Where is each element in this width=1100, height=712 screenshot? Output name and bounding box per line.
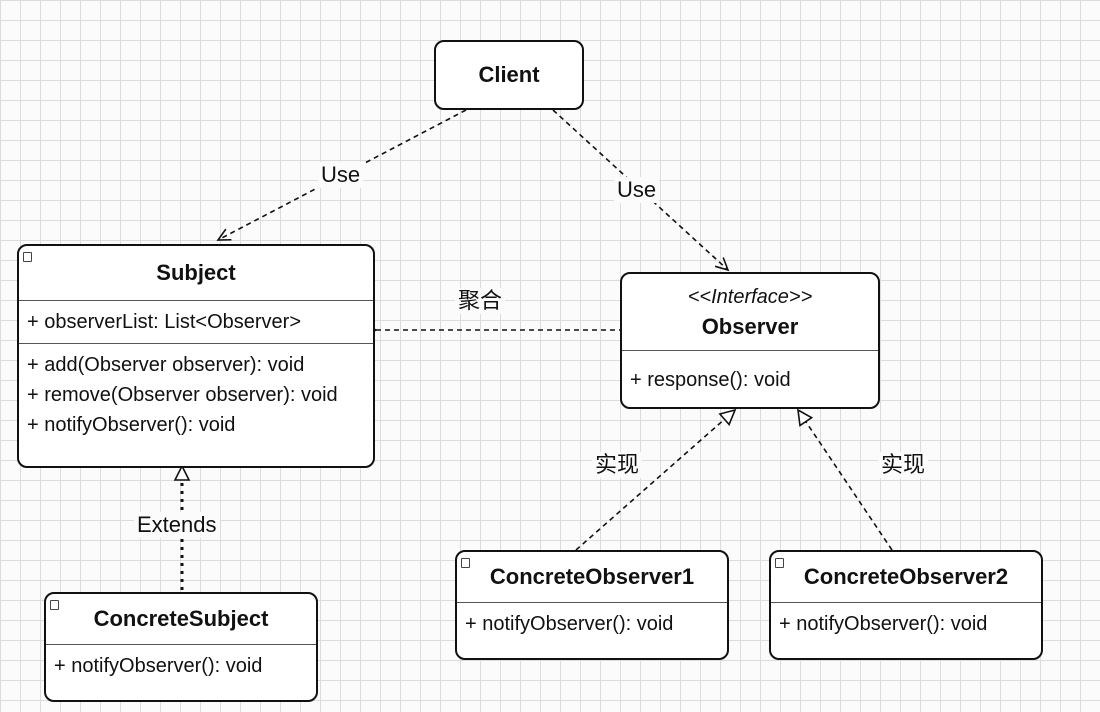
edge-label-use-subject: Use xyxy=(318,162,364,188)
edge-realize-1 xyxy=(575,408,737,551)
edge-client-subject xyxy=(216,109,467,241)
subject-methods: + add(Observer observer): void + remove(… xyxy=(19,344,373,446)
subject-name: Subject xyxy=(156,260,236,285)
subject-method: + add(Observer observer): void xyxy=(27,354,305,376)
concrete-subject-method: + notifyObserver(): void xyxy=(54,655,263,677)
edge-label-aggregation: 聚合 xyxy=(455,288,506,314)
observer-header: <<Interface>> Observer xyxy=(622,274,878,351)
concrete-observer1-name: ConcreteObserver1 xyxy=(489,564,695,589)
subject-header: Subject xyxy=(19,246,373,301)
concrete-observer2-methods: + notifyObserver(): void xyxy=(771,603,1041,645)
edge-label-extends: Extends xyxy=(134,512,220,538)
client-box[interactable]: Client xyxy=(434,40,584,110)
concrete-observer2-method: + notifyObserver(): void xyxy=(779,613,988,635)
concrete-subject-methods: + notifyObserver(): void xyxy=(46,645,316,687)
subject-attributes: + observerList: List<Observer> xyxy=(19,301,373,344)
concrete-observer2-class[interactable]: ConcreteObserver2 + notifyObserver(): vo… xyxy=(769,550,1043,660)
observer-interface[interactable]: <<Interface>> Observer + response(): voi… xyxy=(620,272,880,409)
concrete-subject-name: ConcreteSubject xyxy=(93,606,269,631)
subject-attribute: + observerList: List<Observer> xyxy=(27,311,302,333)
class-icon xyxy=(50,600,59,610)
edge-label-use-observer: Use xyxy=(614,177,660,203)
observer-method: + response(): void xyxy=(630,369,791,391)
concrete-observer1-class[interactable]: ConcreteObserver1 + notifyObserver(): vo… xyxy=(455,550,729,660)
subject-method: + remove(Observer observer): void xyxy=(27,384,338,406)
observer-name: Observer xyxy=(701,314,799,339)
edge-label-realize-1: 实现 xyxy=(592,452,643,478)
subject-class[interactable]: Subject + observerList: List<Observer> +… xyxy=(17,244,375,468)
concrete-subject-header: ConcreteSubject xyxy=(46,594,316,645)
class-icon xyxy=(23,252,32,262)
observer-methods: + response(): void xyxy=(622,351,878,401)
subject-method: + notifyObserver(): void xyxy=(27,414,236,436)
edge-label-realize-2: 实现 xyxy=(878,452,929,478)
concrete-observer1-methods: + notifyObserver(): void xyxy=(457,603,727,645)
concrete-observer1-header: ConcreteObserver1 xyxy=(457,552,727,603)
concrete-observer2-name: ConcreteObserver2 xyxy=(803,564,1009,589)
edge-realize-2 xyxy=(797,408,893,551)
concrete-observer1-method: + notifyObserver(): void xyxy=(465,613,674,635)
observer-stereotype: <<Interface>> xyxy=(687,286,813,308)
class-icon xyxy=(775,558,784,568)
client-name: Client xyxy=(478,62,540,87)
concrete-subject-class[interactable]: ConcreteSubject + notifyObserver(): void xyxy=(44,592,318,702)
class-icon xyxy=(461,558,470,568)
concrete-observer2-header: ConcreteObserver2 xyxy=(771,552,1041,603)
